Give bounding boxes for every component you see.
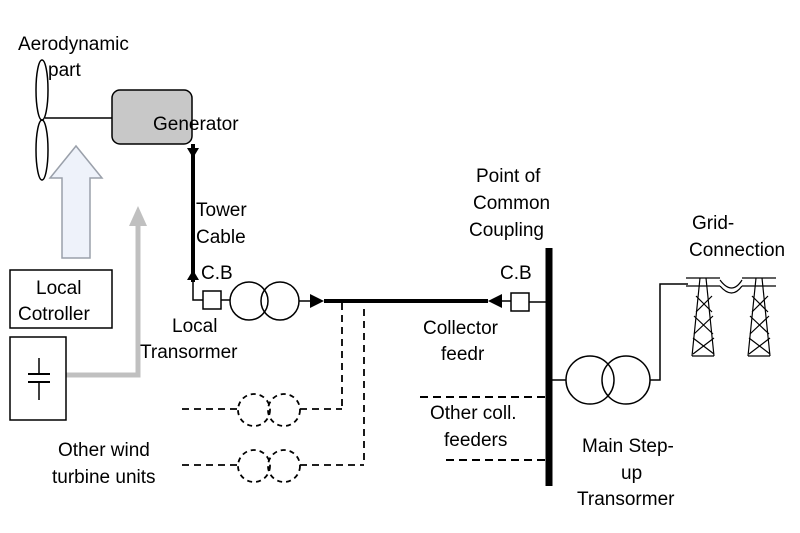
generator-label: Generator — [153, 114, 239, 135]
main-transformer-icon — [552, 283, 688, 405]
tower-cable — [187, 144, 203, 301]
other-collector-feeders — [420, 396, 546, 461]
grid-connection-label: Grid- — [692, 213, 734, 234]
other-turbine-branches — [182, 303, 365, 483]
circuit-breaker-right — [510, 292, 530, 312]
control-arrow-icon — [48, 144, 104, 259]
local-controller-box — [9, 269, 113, 329]
pcc-label-2: Common — [473, 193, 550, 214]
generator-box — [111, 89, 193, 145]
rotor-blades-icon — [35, 59, 112, 181]
main-transformer-label-3: Transormer — [577, 489, 675, 510]
collector-feeder — [324, 294, 511, 308]
grid-connection-label-2: Connection — [689, 240, 785, 261]
collector-feeder-label: Collector — [423, 318, 499, 339]
tower-cable-label: Tower — [196, 200, 247, 221]
pcc-label-3: Coupling — [469, 220, 544, 241]
transmission-tower-icon — [686, 277, 776, 357]
local-controller-label: Local — [36, 278, 81, 299]
cb-right-label: C.B — [500, 263, 532, 284]
other-coll-label-2: feeders — [444, 430, 507, 451]
other-wind-label: Other wind — [58, 440, 150, 461]
other-coll-label: Other coll. — [430, 403, 517, 424]
main-transformer-label-2: up — [621, 463, 642, 484]
cb-left-label: C.B — [201, 263, 233, 284]
pcc-label: Point of — [476, 166, 541, 187]
local-transformer-label: Local — [172, 316, 217, 337]
circuit-breaker-left — [202, 290, 222, 310]
main-transformer-label: Main Step- — [582, 436, 674, 457]
local-controller-label-2: Cotroller — [18, 304, 90, 325]
collector-feeder-label-2: feedr — [441, 344, 485, 365]
tower-cable-label-2: Cable — [196, 227, 246, 248]
capacitor-icon — [9, 336, 67, 421]
other-wind-label-2: turbine units — [52, 467, 156, 488]
aerodynamic-label: Aerodynamic — [18, 34, 129, 55]
local-transformer-label-2: Transormer — [140, 342, 238, 363]
aerodynamic-label-2: part — [48, 60, 81, 81]
local-transformer-icon — [229, 281, 324, 321]
signal-line — [66, 206, 147, 378]
